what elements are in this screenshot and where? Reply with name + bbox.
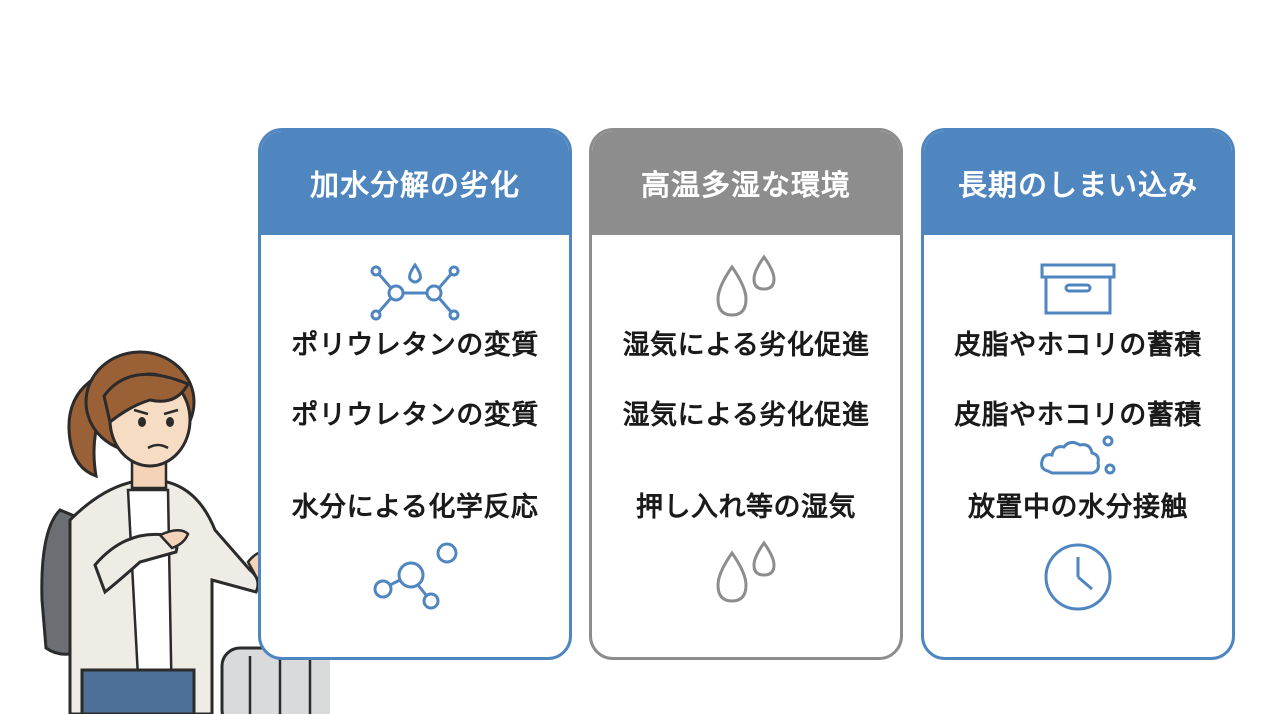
card-text-line: 湿気による劣化促進: [622, 400, 870, 431]
molecule-bubble-icon: [373, 542, 458, 610]
water-drops-icon: [716, 540, 776, 603]
card-hydrolysis: 加水分解の劣化 ポリウレタンの変質 ポリウレタンの変質 水分による化学反応: [258, 128, 572, 660]
card-title: 長期のしまい込み: [924, 131, 1232, 235]
storage-box-icon: [1040, 263, 1116, 315]
card-long-storage: 長期のしまい込み 皮脂やホコリの蓄積 皮脂やホコリの蓄積 放置中の水分接触: [921, 128, 1235, 660]
card-text-line: 皮脂やホコリの蓄積: [954, 400, 1202, 431]
dust-cloud-icon: [1040, 435, 1116, 475]
card-text-line: ポリウレタンの変質: [291, 400, 539, 431]
molecule-icon: [370, 262, 460, 321]
worried-traveler-illustration: [40, 350, 330, 714]
water-drops-icon: [716, 254, 776, 317]
card-humidity: 高温多湿な環境 湿気による劣化促進 湿気による劣化促進 押し入れ等の湿気: [589, 128, 903, 660]
card-title: 高温多湿な環境: [592, 131, 900, 235]
card-text-line: 放置中の水分接触: [968, 492, 1188, 523]
card-title: 加水分解の劣化: [261, 131, 569, 235]
clock-icon: [1044, 543, 1112, 611]
card-text-line: ポリウレタンの変質: [291, 330, 539, 361]
card-text-line: 押し入れ等の湿気: [636, 492, 856, 523]
card-text-line: 湿気による劣化促進: [622, 330, 870, 361]
card-text-line: 水分による化学反応: [291, 492, 539, 523]
card-text-line: 皮脂やホコリの蓄積: [954, 330, 1202, 361]
